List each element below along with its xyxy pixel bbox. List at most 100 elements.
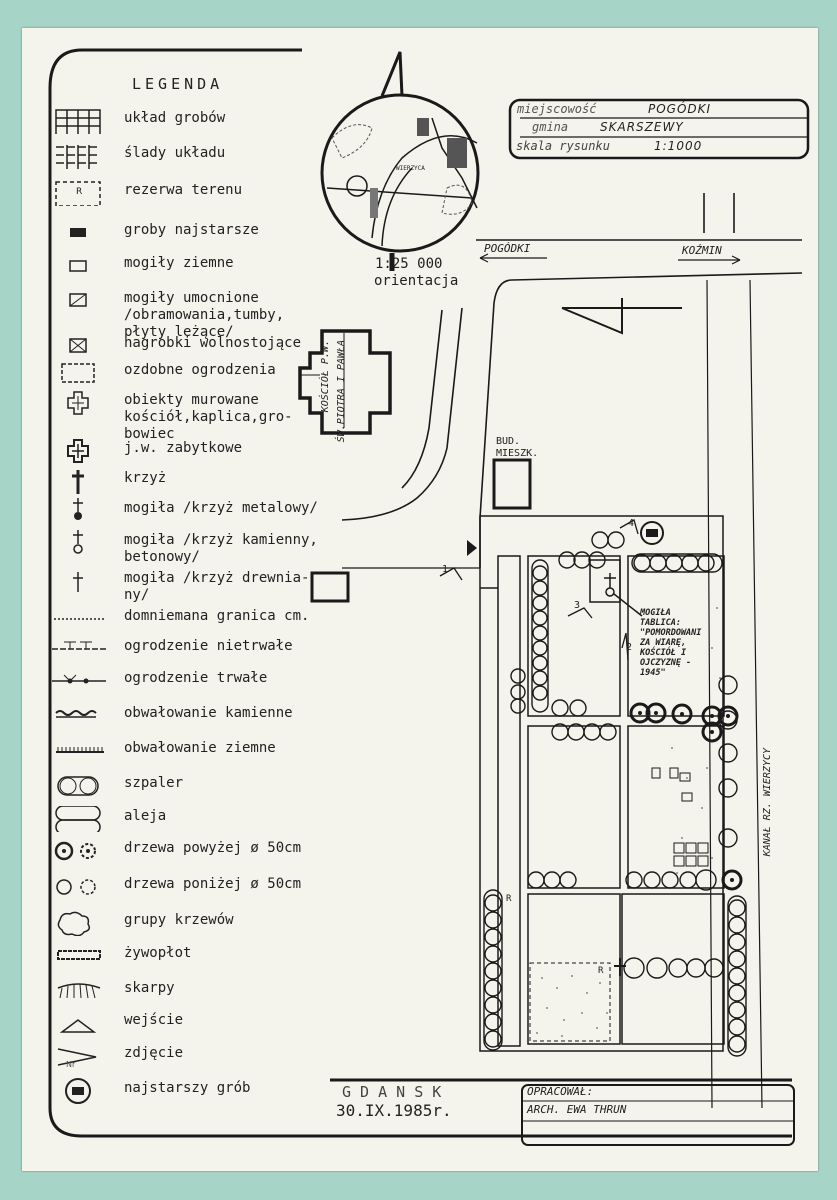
grave-plots	[614, 767, 709, 976]
north-arrow	[561, 298, 682, 335]
gmina-label: gmina	[532, 120, 569, 134]
author-name: ARCH. EWA THRUN	[527, 1103, 627, 1116]
legend-label: nagrobki wolnostojące	[124, 335, 302, 351]
legend-label: obwałowanie ziemne	[124, 740, 276, 756]
legend-label: obiekty murowane kościół,kaplica,gro- bo…	[124, 392, 293, 442]
stone-embankment-icon	[55, 710, 97, 718]
place-label: miejscowość	[517, 102, 597, 116]
legend-label: mogiły ziemne	[124, 255, 234, 271]
legend-label: aleja	[124, 808, 167, 824]
church-historic-icon	[67, 439, 89, 463]
small-cross-icon	[73, 572, 83, 592]
legend-label: ślady układu	[124, 145, 226, 161]
reserve-areas	[529, 607, 723, 1042]
crossed-rect-icon	[69, 338, 87, 353]
photo-2-label: 2	[626, 642, 633, 653]
photo-3-label: 3	[574, 600, 581, 611]
orientation-river: WIERZYCA	[396, 165, 425, 172]
photo-1-label: 1	[442, 564, 449, 575]
building-label-1: BUD.	[496, 436, 521, 447]
alley-icon	[55, 806, 101, 832]
legend-label: układ grobów	[124, 110, 226, 126]
prepared-label: OPRACOWAŁ:	[527, 1085, 594, 1098]
legend-label: drzewa poniżej ø 50cm	[124, 876, 302, 892]
slope-icon	[57, 983, 101, 999]
entrance-icon	[59, 1019, 97, 1033]
legend-label: ozdobne ogrodzenia	[124, 362, 276, 378]
legend-label: j.w. zabytkowe	[124, 440, 243, 456]
grid-icon	[55, 109, 101, 134]
reserve-mark-2: R	[598, 966, 604, 976]
road-east-label: KOŹMIN	[682, 244, 722, 257]
place-value: POGÓDKI	[648, 102, 712, 116]
footer-date: 30.IX.1985r.	[336, 1101, 452, 1120]
gmina-value: SKARSZEWY	[600, 120, 684, 134]
building-label-2: MIESZK.	[496, 448, 539, 459]
big-trees	[629, 702, 743, 891]
photo-icon: Nr	[57, 1048, 97, 1069]
legend-label: zdjęcie	[124, 1045, 184, 1061]
church-label-2: ŚW.PIOTRA I PAWŁA	[336, 340, 347, 443]
legend-label: szpaler	[124, 775, 184, 791]
scale-value: 1:1000	[654, 139, 703, 153]
svg-text:R: R	[76, 187, 82, 197]
cross-icon	[72, 470, 84, 494]
legend-label: grupy krzewów	[124, 912, 234, 928]
canal-label: KANAŁ RZ. WIERZYCY	[762, 748, 773, 857]
memorial-note: MOGIŁA TABLICA: "POMORDOWANI ZA WIARĘ, K…	[640, 608, 702, 678]
legend-label: ogrodzenie trwałe	[124, 670, 268, 686]
legend-label: obwałowanie kamienne	[124, 705, 293, 721]
photo-4-label: 4	[628, 518, 635, 529]
dwelling-building	[492, 458, 532, 510]
orientation-caption: orientacja	[374, 273, 459, 289]
legend-label: skarpy	[124, 980, 175, 996]
photo-markers	[439, 519, 639, 661]
legend-label: rezerwa terenu	[124, 182, 243, 198]
scale-label: skala rysunku	[516, 139, 610, 153]
church-label-1: KOŚCIÓŁ P.W.	[320, 340, 331, 413]
dashed-rect-icon	[61, 363, 95, 383]
shrub-icon	[57, 911, 91, 936]
svg-text:Nr: Nr	[66, 1060, 76, 1069]
small-building	[310, 571, 350, 603]
hedge-icon	[57, 950, 101, 960]
earth-embankment-icon	[56, 747, 104, 753]
legend-label: krzyż	[124, 470, 167, 486]
entrance-marker	[467, 540, 477, 556]
road-west-label: POGÓDKI	[484, 242, 531, 255]
roads	[341, 193, 803, 1109]
row-trees-icon	[57, 776, 99, 796]
church-building	[298, 329, 392, 435]
legend-label: wejście	[124, 1012, 184, 1028]
legend-label: żywopłot	[124, 945, 192, 961]
legend-label: mogiła /krzyż metalowy/	[124, 500, 318, 516]
legend-title: LEGENDA	[132, 75, 224, 93]
memorial-grave	[604, 573, 643, 617]
legend-label: mogiły umocnione /obramowania,tumby, pły…	[124, 290, 285, 340]
tree-rows	[483, 531, 747, 1057]
small-tree-icon	[56, 879, 96, 895]
legend-label: najstarszy grób	[124, 1080, 251, 1096]
cross-empty-dot-icon	[73, 530, 83, 554]
footer-city: G D A N S K	[342, 1083, 442, 1101]
orientation-inset	[320, 51, 480, 271]
perm-fence-icon	[52, 674, 106, 684]
dashed-grid-icon	[56, 145, 100, 169]
legend-label: groby najstarsze	[124, 222, 259, 238]
temp-fence-icon	[52, 641, 106, 650]
legend-label: domniemana granica cm.	[124, 608, 310, 624]
church-outline-icon	[67, 391, 89, 415]
oldest-grave-marker	[640, 521, 664, 545]
legend-label: drzewa powyżej ø 50cm	[124, 840, 302, 856]
slashed-rect-icon	[69, 293, 87, 307]
reserve-icon: R	[55, 181, 101, 206]
oldest-grave-icon	[65, 1078, 91, 1104]
reserve-mark-1: R	[506, 894, 512, 904]
cemetery-map-drawing	[48, 48, 810, 1146]
orientation-scale: 1:25 000	[375, 256, 443, 272]
dotted-line-icon	[54, 618, 104, 620]
big-tree-icon	[54, 841, 96, 861]
footer-box	[330, 1078, 795, 1146]
empty-rect-icon	[69, 260, 87, 272]
